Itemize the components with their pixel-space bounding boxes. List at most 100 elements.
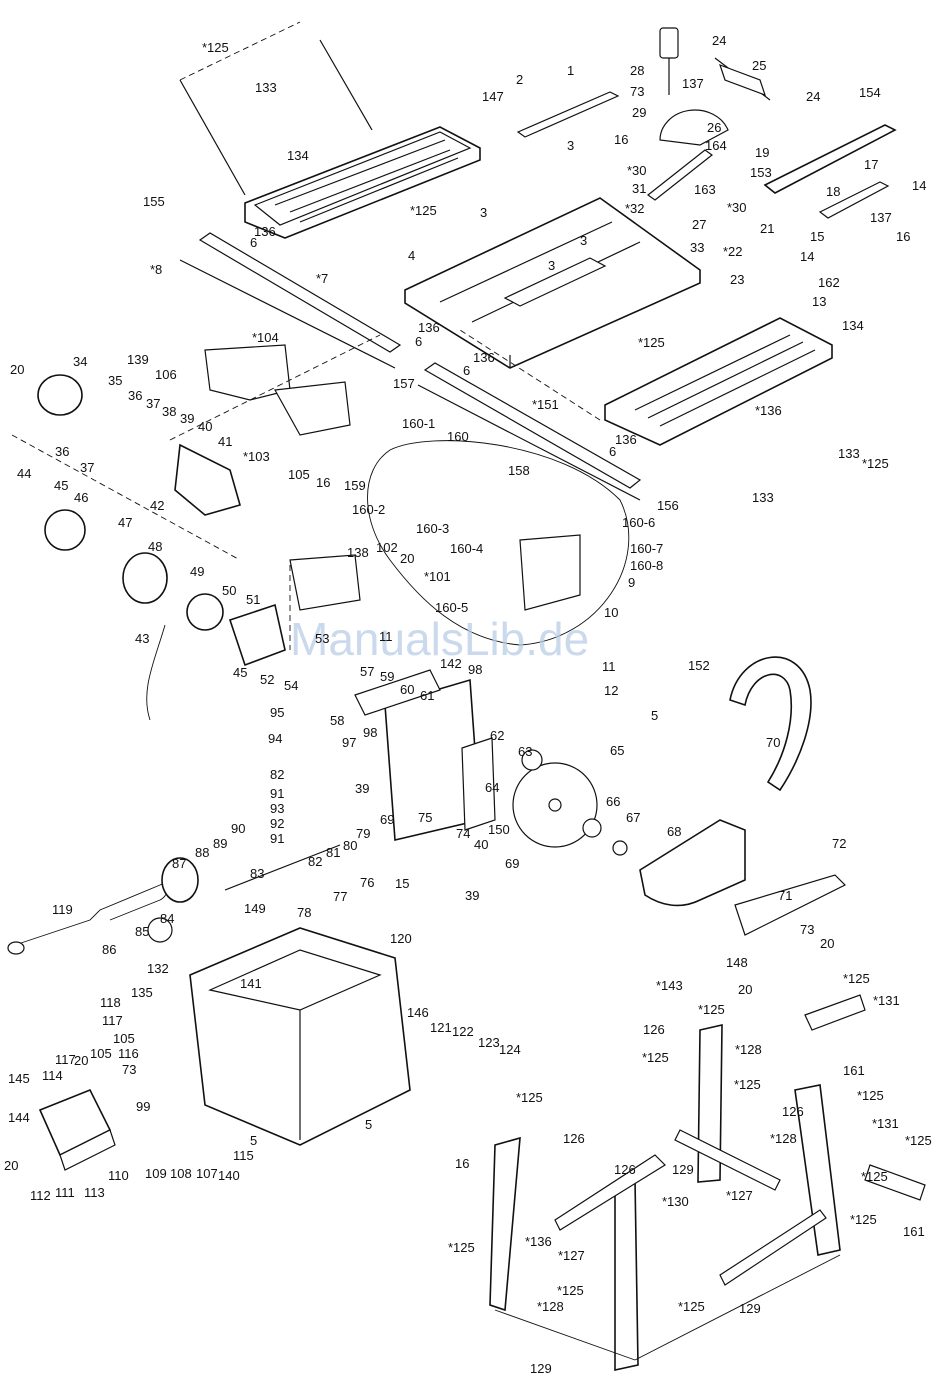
part-label: *143	[656, 978, 683, 993]
extension-wing-left	[244, 126, 481, 239]
part-label: 80	[343, 838, 357, 853]
part-label: 40	[198, 419, 212, 434]
part-label: 141	[240, 976, 262, 991]
part-label: 54	[284, 678, 298, 693]
part-label: *136	[525, 1234, 552, 1249]
part-label: 36	[55, 444, 69, 459]
part-label: 133	[255, 80, 277, 95]
part-label: 114	[42, 1068, 63, 1083]
part-label: 52	[260, 672, 274, 687]
part-label: 98	[363, 725, 377, 740]
part-label: 14	[912, 178, 926, 193]
part-label: *130	[662, 1194, 689, 1209]
part-label: 39	[465, 888, 479, 903]
part-label: 122	[452, 1024, 474, 1039]
part-label: 155	[143, 194, 165, 209]
part-label: 51	[246, 592, 260, 607]
part-label: 37	[146, 396, 160, 411]
part-label: 3	[580, 233, 587, 248]
part-label: 94	[268, 731, 282, 746]
part-label: 18	[826, 184, 840, 199]
part-label: 146	[407, 1005, 429, 1020]
part-label: 126	[563, 1131, 585, 1146]
part-label: 5	[365, 1117, 372, 1132]
part-label: 65	[610, 743, 624, 758]
part-label: 6	[415, 334, 422, 349]
part-label: *8	[150, 262, 162, 277]
part-label: 132	[147, 961, 169, 976]
part-label: 60	[400, 682, 414, 697]
part-label: 6	[609, 444, 616, 459]
switch-box	[38, 1088, 116, 1171]
part-label: 105	[288, 467, 310, 482]
part-label: 136	[418, 320, 440, 335]
part-label: 31	[632, 181, 646, 196]
part-label: 109	[145, 1166, 167, 1181]
part-label: 159	[344, 478, 366, 493]
part-label: *30	[627, 163, 647, 178]
part-label: 126	[643, 1022, 665, 1037]
part-label: 61	[420, 688, 434, 703]
part-label: *125	[850, 1212, 877, 1227]
part-label: *125	[678, 1299, 705, 1314]
part-label: 163	[694, 182, 716, 197]
part-label: 38	[162, 404, 176, 419]
part-label: 58	[330, 713, 344, 728]
part-label: 147	[482, 89, 504, 104]
part-label: 116	[118, 1046, 139, 1061]
part-label: 35	[108, 373, 122, 388]
part-label: 158	[508, 463, 530, 478]
part-label: 160-1	[402, 416, 435, 431]
part-label: 20	[10, 362, 24, 377]
part-label: 73	[122, 1062, 136, 1077]
part-label: 153	[750, 165, 772, 180]
part-label: 90	[231, 821, 245, 836]
part-label: 139	[127, 352, 149, 367]
part-label: 49	[190, 564, 204, 579]
part-label: 135	[131, 985, 153, 1000]
part-label: 110	[108, 1168, 129, 1183]
part-label: 71	[778, 888, 792, 903]
part-label: *125	[698, 1002, 725, 1017]
part-label: *125	[516, 1090, 543, 1105]
part-label: *104	[252, 330, 279, 345]
part-label: 87	[172, 856, 186, 871]
part-label: 44	[17, 466, 31, 481]
part-label: 19	[755, 145, 769, 160]
part-label: *128	[537, 1299, 564, 1314]
part-label: 77	[333, 889, 347, 904]
part-label: 20	[4, 1158, 18, 1173]
part-label: 133	[838, 446, 860, 461]
part-label: 42	[150, 498, 164, 513]
part-label: *125	[734, 1077, 761, 1092]
base-cabinet	[189, 927, 411, 1146]
part-label: 148	[726, 955, 748, 970]
motor-assembly	[37, 374, 286, 721]
part-label: 161	[843, 1063, 865, 1078]
dust-chute	[289, 554, 441, 716]
part-label: 121	[430, 1020, 452, 1035]
part-label: 144	[8, 1110, 30, 1125]
part-label: 33	[690, 240, 704, 255]
watermark-text: ManualsLib.de	[290, 613, 589, 665]
part-label: 160-2	[352, 502, 385, 517]
part-label: 62	[490, 728, 504, 743]
extension-wing-right	[604, 317, 833, 446]
part-label: *125	[448, 1240, 475, 1255]
part-label: *7	[316, 271, 328, 286]
part-label: 13	[812, 294, 826, 309]
part-label: 53	[315, 631, 329, 646]
part-label: 46	[74, 490, 88, 505]
part-label: 37	[80, 460, 94, 475]
rails	[179, 232, 642, 501]
part-label: 70	[766, 735, 780, 750]
part-label: *30	[727, 200, 747, 215]
part-label: 17	[864, 157, 878, 172]
part-label: 20	[820, 936, 834, 951]
part-label: 47	[118, 515, 132, 530]
part-label: 29	[632, 105, 646, 120]
part-label: *131	[873, 993, 900, 1008]
part-label: 133	[752, 490, 774, 505]
part-label: 9	[628, 575, 635, 590]
extension-support-rods-upper	[179, 21, 373, 196]
